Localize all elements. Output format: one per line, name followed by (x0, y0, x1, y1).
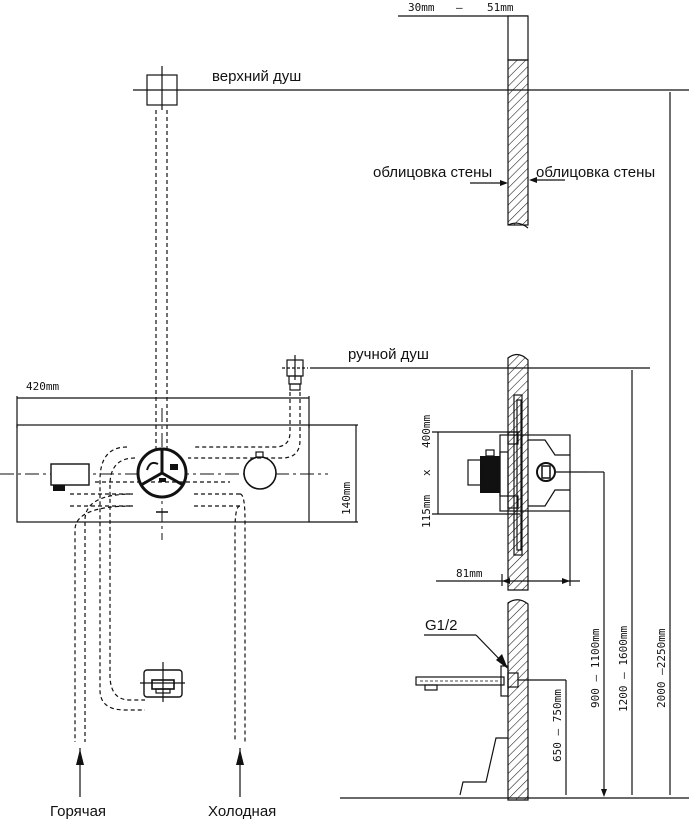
wall-cladding-label-left: облицовка стены (373, 164, 492, 181)
wall-upper-section (507, 15, 529, 229)
mixer-height-label: 900 — 1100mm (589, 628, 602, 708)
mount-x-separator: x (420, 469, 433, 476)
diverter-valve-icon (136, 447, 188, 513)
thread-label: G1/2 (425, 617, 458, 634)
spout-height-label: 650 — 750mm (551, 689, 564, 762)
mount-upper-dimension: 400mm (420, 415, 433, 448)
height-dimensions: 650 — 750mm 900 — 1100mm 1200 — 1600mm 2… (551, 92, 671, 797)
thermostat-cartridge-icon (50, 463, 90, 491)
mount-lower-dimension: 115mm (420, 495, 433, 528)
wall-thickness-max: 51mm (487, 1, 514, 14)
wall-thickness-min: 30mm (408, 1, 435, 14)
spout-outlet-icon (140, 662, 185, 702)
cold-water-arrow-icon (236, 748, 244, 797)
bath-spout (415, 665, 566, 697)
thermostat-handle-icon (243, 451, 277, 490)
hand-shower-height-label: 1200 — 1600mm (617, 626, 630, 712)
overhead-shower-outlet-icon (146, 66, 178, 110)
panel-width-label: 420mm (26, 380, 59, 393)
hand-shower-pipe (188, 392, 301, 459)
thread-callout: G1/2 (424, 617, 508, 669)
overhead-shower-label: верхний душ (212, 68, 301, 85)
wall-cladding-label-right: облицовка стены (536, 164, 655, 181)
wall-thickness-separator: — (456, 1, 463, 14)
hot-water-arrow-icon (76, 748, 84, 797)
hot-water-label: Горячая (50, 803, 106, 820)
cold-supply-pipe (234, 493, 246, 742)
cold-water-label: Холодная (208, 803, 276, 820)
hot-supply-pipe (74, 493, 134, 742)
overhead-height-label: 2000 —2250mm (655, 628, 668, 708)
wall-lower-section (507, 353, 529, 801)
overhead-pipe (155, 110, 168, 450)
bathtub-edge (459, 737, 508, 796)
depth-dimension-label: 81mm (456, 567, 483, 580)
hand-shower-outlet-icon (282, 355, 308, 391)
depth-dimension: 81mm (436, 511, 580, 586)
mixer-body-side-view (467, 394, 589, 556)
panel-height-label: 140mm (340, 482, 353, 515)
panel-width-dimension: 420mm (16, 380, 310, 428)
mount-dimension: 400mm x 115mm (420, 415, 520, 528)
wall-thickness-dimension: 30mm — 51mm (398, 1, 528, 17)
hand-shower-label: ручной душ (348, 346, 429, 363)
